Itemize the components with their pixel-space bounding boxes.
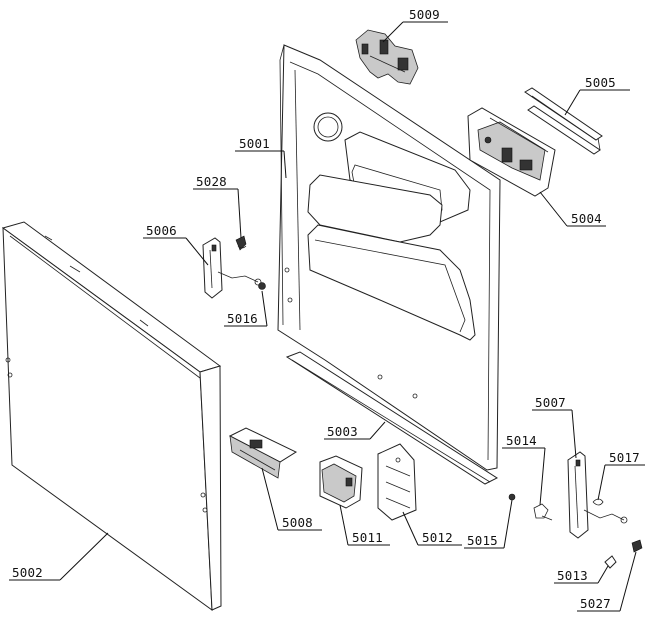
part-5007-right-hinge[interactable] — [567, 451, 628, 539]
part-5004-dispenser[interactable] — [467, 107, 556, 197]
label-5004: 5004 — [571, 211, 602, 226]
label-5013: 5013 — [557, 568, 588, 583]
part-5028-spring[interactable] — [235, 235, 247, 251]
part-5005-cover[interactable] — [524, 87, 603, 155]
label-5011: 5011 — [352, 530, 383, 545]
part-5006-left-hinge[interactable] — [202, 237, 262, 299]
part-5003-bottom-strip[interactable] — [285, 351, 499, 485]
label-5005: 5005 — [585, 75, 616, 90]
label-5009: 5009 — [409, 7, 440, 22]
part-5009-latch[interactable] — [355, 29, 419, 85]
part-labels: 5009 5005 5001 5028 5004 5006 5016 5007 … — [12, 7, 640, 611]
label-5003: 5003 — [327, 424, 358, 439]
label-5002: 5002 — [12, 565, 43, 580]
label-5012: 5012 — [422, 530, 453, 545]
label-5017: 5017 — [609, 450, 640, 465]
label-5016: 5016 — [227, 311, 258, 326]
part-5027-part[interactable] — [631, 539, 643, 553]
label-5001: 5001 — [239, 136, 270, 151]
label-5027: 5027 — [580, 596, 611, 611]
part-5014-spring[interactable] — [533, 503, 553, 521]
part-5011-clip[interactable] — [319, 455, 363, 509]
part-5001-inner-door[interactable] — [277, 44, 501, 471]
label-5014: 5014 — [506, 433, 537, 448]
part-5013-pin[interactable] — [604, 555, 617, 569]
part-5008-bracket[interactable] — [228, 427, 298, 479]
part-5016-screw[interactable] — [258, 282, 266, 290]
label-5015: 5015 — [467, 533, 498, 548]
label-5028: 5028 — [196, 174, 227, 189]
part-5012-plate[interactable] — [377, 443, 417, 521]
label-5006: 5006 — [146, 223, 177, 238]
part-5015-bead[interactable] — [508, 493, 516, 501]
part-5017-spring[interactable] — [592, 498, 604, 506]
part-5002-outer-door[interactable] — [1, 221, 222, 612]
leader-lines — [9, 21, 645, 612]
label-5008: 5008 — [282, 515, 313, 530]
label-5007: 5007 — [535, 395, 566, 410]
